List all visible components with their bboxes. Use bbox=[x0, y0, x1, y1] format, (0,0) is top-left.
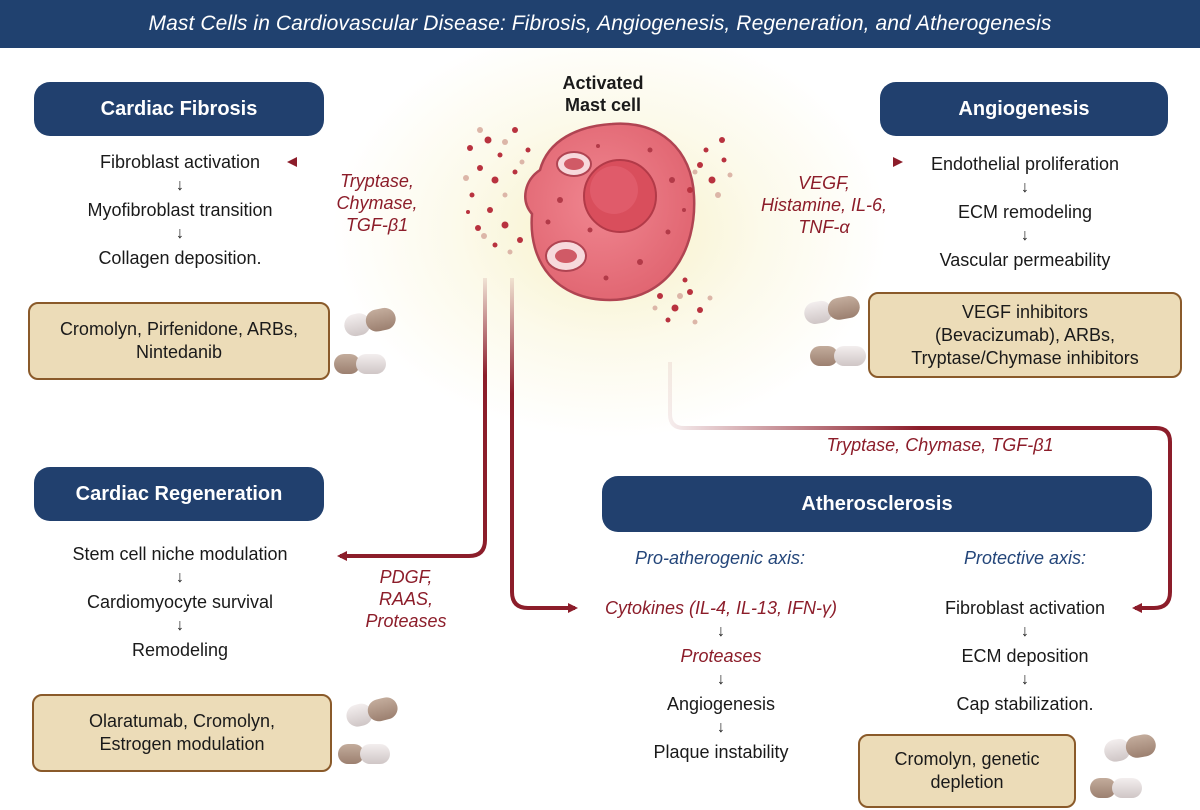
drug-line: depletion bbox=[930, 772, 1004, 792]
mast-cell-label: Activated Mast cell bbox=[540, 72, 666, 116]
angiogenesis-flow: Endothelial proliferation ↓ ECM remodeli… bbox=[880, 152, 1170, 272]
drug-line: Tryptase/Chymase inhibitors bbox=[911, 347, 1139, 368]
regeneration-step: Cardiomyocyte survival bbox=[86, 592, 274, 612]
drug-line: Olaratumab, Cromolyn, bbox=[88, 711, 276, 731]
mediator-label: Proteases bbox=[365, 611, 447, 631]
pro-axis-step: Cytokines (IL-4, IL-13, IFN-γ) bbox=[604, 598, 838, 618]
fibrosis-heading: Cardiac Fibrosis bbox=[34, 82, 324, 136]
down-arrow-icon: ↓ bbox=[1021, 227, 1029, 244]
protective-axis-flow: Fibroblast activation ↓ ECM deposition ↓… bbox=[910, 596, 1140, 716]
protective-axis-step: Fibroblast activation bbox=[944, 598, 1106, 618]
pro-axis-flow: Cytokines (IL-4, IL-13, IFN-γ) ↓ Proteas… bbox=[580, 596, 862, 764]
down-arrow-icon: ↓ bbox=[176, 569, 184, 586]
mediator-label: Chymase, bbox=[336, 193, 418, 213]
mast-cell-label-line2: Mast cell bbox=[564, 95, 642, 115]
protective-axis-step: ECM deposition bbox=[961, 646, 1089, 666]
down-arrow-icon: ↓ bbox=[176, 225, 184, 242]
fibrosis-step: Fibroblast activation bbox=[99, 152, 261, 172]
down-arrow-icon: ↓ bbox=[717, 623, 725, 640]
fibrosis-drug-box: Cromolyn, Pirfenidone, ARBs, Nintedanib bbox=[28, 302, 330, 380]
regeneration-heading: Cardiac Regeneration bbox=[34, 467, 324, 521]
atherosclerosis-drug-box: Cromolyn, genetic depletion bbox=[858, 734, 1076, 808]
mediator-label: Tryptase, bbox=[340, 171, 414, 191]
down-arrow-icon: ↓ bbox=[1021, 623, 1029, 640]
down-arrow-icon: ↓ bbox=[176, 177, 184, 194]
pro-axis-step: Plaque instability bbox=[653, 742, 789, 762]
pro-axis-step: Angiogenesis bbox=[666, 694, 776, 714]
drug-line: Nintedanib bbox=[135, 342, 223, 362]
pro-axis-label: Pro-atherogenic axis: bbox=[634, 548, 806, 568]
angiogenesis-step: ECM remodeling bbox=[957, 202, 1093, 222]
mediator-label: Histamine, IL-6, bbox=[760, 195, 888, 215]
protective-axis-label: Protective axis: bbox=[963, 548, 1087, 568]
regeneration-mediators: PDGF, RAAS, Proteases bbox=[346, 566, 466, 632]
drug-line: Cromolyn, Pirfenidone, ARBs, bbox=[59, 319, 299, 339]
arrow-to-pro-axis bbox=[510, 278, 578, 613]
regeneration-flow: Stem cell niche modulation ↓ Cardiomyocy… bbox=[40, 542, 320, 662]
down-arrow-icon: ↓ bbox=[717, 671, 725, 688]
granule-dots-light bbox=[463, 127, 733, 325]
protective-axis-step: Cap stabilization. bbox=[956, 694, 1094, 714]
mast-cell-icon bbox=[524, 122, 696, 302]
drug-line: VEGF inhibitors bbox=[961, 301, 1089, 322]
granule-dots-icon bbox=[466, 127, 727, 323]
regeneration-drug-box: Olaratumab, Cromolyn, Estrogen modulatio… bbox=[32, 694, 332, 772]
fibrosis-flow: Fibroblast activation ↓ Myofibroblast tr… bbox=[40, 150, 320, 270]
angiogenesis-step: Vascular permeability bbox=[939, 250, 1111, 270]
down-arrow-icon: ↓ bbox=[1021, 179, 1029, 196]
fibrosis-mediators: Tryptase, Chymase, TGF-β1 bbox=[312, 170, 442, 236]
fibrosis-step: Collagen deposition. bbox=[98, 248, 262, 268]
mediator-label: TGF-β1 bbox=[345, 215, 409, 235]
fibrosis-step: Myofibroblast transition bbox=[87, 200, 273, 220]
angiogenesis-mediators: VEGF, Histamine, IL-6, TNF-α bbox=[744, 172, 904, 238]
mediator-label: VEGF, bbox=[798, 173, 850, 193]
angiogenesis-step: Endothelial proliferation bbox=[930, 154, 1120, 174]
drug-line: Estrogen modulation bbox=[99, 734, 265, 754]
mast-cell-label-line1: Activated bbox=[562, 73, 644, 93]
capsule-pill-icon bbox=[334, 296, 1156, 798]
down-arrow-icon: ↓ bbox=[176, 617, 184, 634]
arrow-to-regeneration bbox=[337, 278, 487, 561]
angiogenesis-heading: Angiogenesis bbox=[880, 82, 1168, 136]
angiogenesis-drug-box: VEGF inhibitors (Bevacizumab), ARBs, Try… bbox=[868, 292, 1182, 378]
regeneration-step: Remodeling bbox=[131, 640, 229, 660]
down-arrow-icon: ↓ bbox=[717, 719, 725, 736]
drug-line: (Bevacizumab), ARBs, bbox=[934, 324, 1116, 345]
atherosclerosis-mediators: Tryptase, Chymase, TGF-β1 bbox=[826, 435, 1054, 455]
mediator-label: PDGF, bbox=[379, 567, 433, 587]
mediator-label: RAAS, bbox=[378, 589, 434, 609]
down-arrow-icon: ↓ bbox=[1021, 671, 1029, 688]
drug-line: Cromolyn, genetic bbox=[894, 749, 1040, 769]
atherosclerosis-heading: Atherosclerosis bbox=[602, 476, 1152, 532]
page-title: Mast Cells in Cardiovascular Disease: Fi… bbox=[0, 0, 1200, 48]
mediator-label: TNF-α bbox=[798, 217, 850, 237]
pro-axis-step: Proteases bbox=[680, 646, 762, 666]
arrow-to-protective-axis bbox=[668, 362, 1172, 613]
regeneration-step: Stem cell niche modulation bbox=[72, 544, 288, 564]
